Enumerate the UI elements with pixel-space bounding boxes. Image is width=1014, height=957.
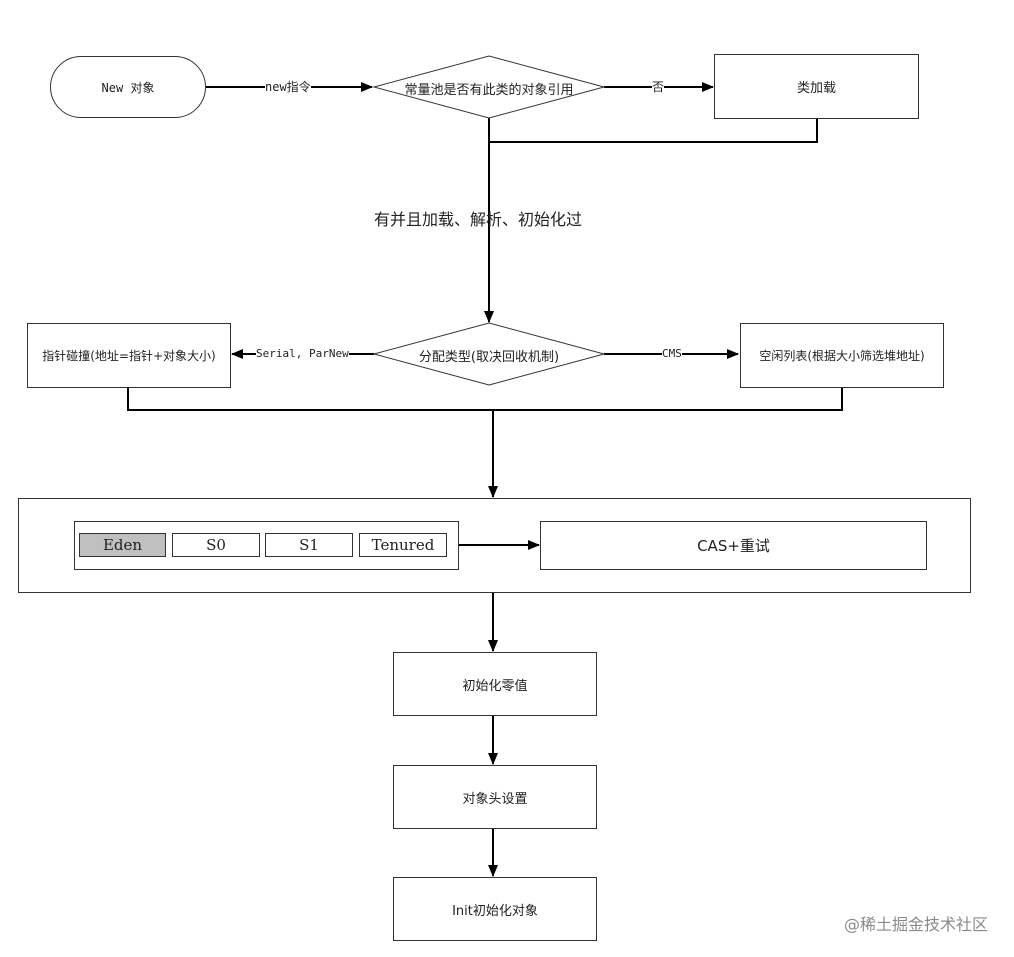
heap-segment-eden: Eden [79,533,166,557]
edge-class-load-return [489,119,818,143]
cas-retry-node: CAS+重试 [540,521,927,570]
init-zero-label: 初始化零值 [462,678,528,694]
label-serial-parnew: Serial, ParNew [256,347,349,361]
decision-pool-shape [372,55,606,119]
init-zero-node: 初始化零值 [393,652,597,716]
free-list-node: 空闲列表(根据大小筛选堆地址) [740,323,944,388]
init-object-label: Init初始化对象 [452,903,538,919]
heap-segment-tenured: Tenured [359,533,447,557]
pointer-bump-node: 指针碰撞(地址=指针+对象大小) [27,323,231,388]
heap-segment-s1: S1 [265,533,353,557]
init-object-node: Init初始化对象 [393,877,597,941]
decision-pool-label: 常量池是否有此类的对象引用 [404,83,574,98]
label-no: 否 [652,80,665,94]
watermark: @稀土掘金技术社区 [843,915,988,934]
label-loaded-note: 有并且加载、解析、初始化过 [374,210,583,229]
header-setup-label: 对象头设置 [462,791,528,807]
cas-retry-label: CAS+重试 [697,537,770,555]
start-node-label: New 对象 [101,80,155,95]
decision-alloc-label: 分配类型(取决回收机制) [418,350,560,365]
header-setup-node: 对象头设置 [393,765,597,829]
label-new-instruction: new指令 [265,80,311,94]
heap-container [18,498,971,593]
start-node: New 对象 [50,56,206,118]
heap-segment-s0: S0 [172,533,260,557]
edge-merge [127,388,843,411]
free-list-label: 空闲列表(根据大小筛选堆地址) [759,349,925,363]
class-load-node: 类加载 [714,54,919,119]
decision-alloc-shape [372,322,606,386]
pointer-bump-label: 指针碰撞(地址=指针+对象大小) [42,349,216,363]
class-load-label: 类加载 [796,81,836,96]
label-cms: CMS [662,347,682,361]
